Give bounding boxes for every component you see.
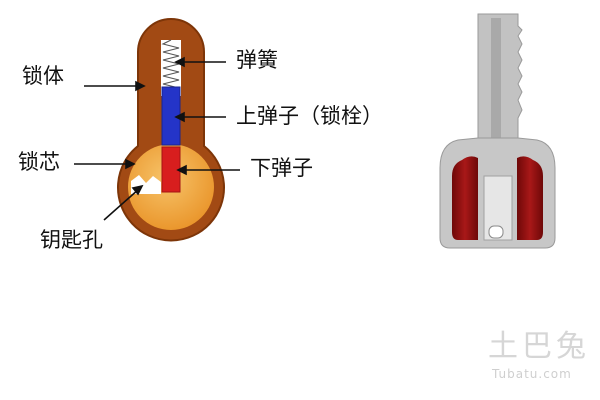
leader-lines [74,56,240,221]
key-hole [488,225,504,239]
label-lock-body: 锁体 [22,64,64,88]
lock-cross-section [117,18,225,242]
label-keyhole: 钥匙孔 [40,228,103,252]
label-lower-pin: 下弹子 [250,156,313,180]
label-spring: 弹簧 [236,48,278,72]
watermark-logo: 土巴兔 [488,329,590,364]
spring-shape [161,39,181,93]
key-groove [491,18,501,142]
key-head-insert-left [452,156,478,240]
watermark-url: Tubatu.com [492,367,572,381]
key-head-insert-right [517,156,543,240]
label-upper-pin: 上弹子（锁栓） [236,104,383,128]
label-lock-core: 锁芯 [18,150,60,174]
key-profile [439,13,556,249]
pin-channel [161,40,181,96]
